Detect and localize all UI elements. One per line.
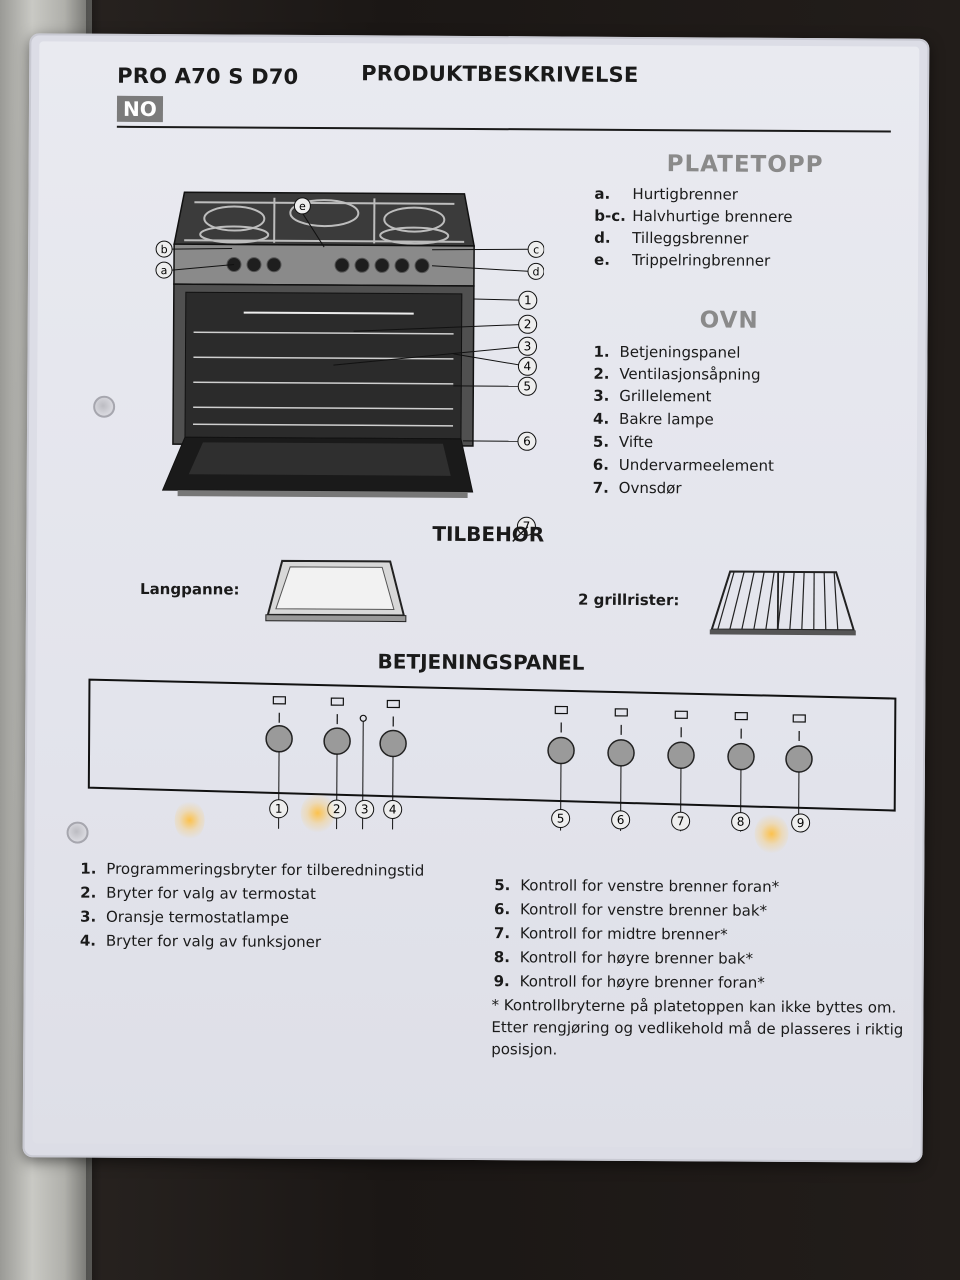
note-line-3: posisjon. — [491, 1040, 558, 1059]
callout-b: b — [155, 240, 173, 258]
control-item-4: 4.Bryter for valg av funksjoner — [79, 931, 322, 952]
callout-1: 1 — [518, 290, 538, 310]
pan-supports — [184, 197, 465, 245]
callout-5: 5 — [517, 376, 537, 396]
svg-text:7: 7 — [677, 814, 685, 828]
oven-number-callouts: 1 2 3 4 5 6 7 — [516, 290, 538, 536]
knob-callout-9: 9 — [791, 813, 811, 833]
platetopp-title: PLATETOPP — [666, 151, 824, 179]
svg-text:a: a — [161, 264, 168, 277]
model-number: PRO A70 S D70 — [117, 63, 299, 89]
punch-hole-bottom — [66, 821, 89, 844]
light-glare — [754, 813, 789, 854]
grill-rack-drawing — [709, 570, 856, 636]
light-glare — [300, 792, 335, 834]
knob-callout-7: 7 — [671, 811, 691, 831]
language-badge: NO — [116, 95, 164, 123]
knob-callout-6: 6 — [611, 810, 631, 830]
svg-text:4: 4 — [389, 802, 397, 816]
control-knob-callouts: 1 2 3 4 5 6 7 8 9 — [269, 799, 811, 833]
svg-text:4: 4 — [524, 359, 532, 373]
oven-diagram: e b a c d — [155, 191, 545, 498]
knob-callout-4: 4 — [383, 799, 403, 819]
callout-e: e — [293, 197, 311, 215]
callout-6: 6 — [517, 431, 537, 451]
callout-d: d — [527, 262, 545, 280]
control-item-2: 2.Bryter for valg av termostat — [80, 883, 316, 904]
knob-callout-5: 5 — [551, 809, 571, 829]
light-glare — [174, 800, 205, 841]
svg-text:d: d — [532, 265, 539, 278]
ovn-title: OVN — [699, 307, 759, 334]
control-item-1: 1.Programmeringsbryter for tilberednings… — [80, 859, 425, 880]
callout-3: 3 — [518, 336, 538, 356]
callout-7: 7 — [516, 516, 536, 536]
betjeningspanel-title: BETJENINGSPANEL — [377, 649, 585, 675]
ovn-item-3: 3.Grillelement — [593, 386, 712, 406]
knob-callout-8: 8 — [731, 812, 751, 832]
oven-racks — [193, 331, 454, 427]
ovn-item-5: 5.Vifte — [592, 432, 654, 452]
callout-a: a — [155, 261, 173, 279]
platetopp-item-a: a.Hurtigbrenner — [594, 184, 739, 204]
drawer-strip — [177, 490, 468, 498]
note-line-1: * Kontrollbryterne på platetoppen kan ik… — [491, 996, 897, 1017]
tilbehor-title: TILBEHØR — [432, 521, 545, 547]
knob-callout-1: 1 — [269, 799, 289, 819]
knob-callout-3: 3 — [355, 799, 375, 819]
callout-4: 4 — [517, 356, 537, 376]
svg-text:c: c — [533, 243, 539, 256]
callout-2: 2 — [518, 314, 538, 334]
svg-text:6: 6 — [617, 813, 625, 827]
svg-text:1: 1 — [524, 293, 532, 307]
control-item-6: 6.Kontroll for venstre brenner bak* — [494, 900, 768, 920]
oven-cavity — [184, 291, 463, 440]
callout-c: c — [527, 240, 545, 258]
ovn-item-2: 2.Ventilasjonsåpning — [593, 364, 761, 384]
page-title: PRODUKTBESKRIVELSE — [361, 61, 639, 87]
svg-text:3: 3 — [524, 339, 532, 353]
grill-element — [243, 311, 414, 315]
control-item-8: 8.Kontroll for høyre brenner bak* — [493, 948, 754, 968]
control-item-5: 5.Kontroll for venstre brenner foran* — [494, 876, 780, 896]
grillrister-label: 2 grillrister: — [577, 590, 680, 610]
knobs — [226, 257, 430, 274]
platetopp-item-d: d.Tilleggsbrenner — [594, 228, 749, 248]
ovn-item-4: 4.Bakre lampe — [593, 409, 714, 429]
control-item-9: 9.Kontroll for høyre brenner foran* — [493, 972, 765, 992]
baking-tray-drawing — [265, 559, 407, 623]
platetopp-item-bc: b-c.Halvhurtige brennere — [594, 206, 793, 226]
svg-text:9: 9 — [797, 816, 805, 830]
platetopp-item-e: e.Trippelringbrenner — [594, 250, 771, 270]
svg-text:2: 2 — [333, 802, 341, 816]
svg-text:5: 5 — [557, 811, 565, 825]
svg-text:6: 6 — [523, 434, 531, 448]
punch-hole-top — [93, 395, 116, 418]
svg-text:b: b — [161, 243, 168, 256]
note-line-2: Etter rengjøring og vedlikehold må de pl… — [491, 1018, 904, 1039]
svg-text:3: 3 — [361, 802, 369, 816]
ovn-item-6: 6.Undervarmeelement — [592, 455, 774, 475]
svg-text:5: 5 — [523, 379, 531, 393]
svg-text:2: 2 — [524, 317, 532, 331]
control-item-3: 3.Oransje termostatlampe — [79, 907, 290, 927]
svg-text:1: 1 — [275, 802, 283, 816]
langpanne-label: Langpanne: — [139, 579, 240, 599]
svg-text:8: 8 — [737, 815, 745, 829]
svg-text:7: 7 — [523, 519, 531, 533]
ovn-item-7: 7.Ovnsdør — [592, 478, 682, 498]
ovn-item-1: 1.Betjeningspanel — [593, 342, 741, 362]
control-panel-diagram — [87, 678, 897, 833]
svg-text:e: e — [299, 200, 306, 213]
laminated-sheet: PRO A70 S D70 PRODUKTBESKRIVELSE NO — [22, 33, 930, 1163]
control-item-7: 7.Kontroll for midtre brenner* — [493, 924, 728, 944]
